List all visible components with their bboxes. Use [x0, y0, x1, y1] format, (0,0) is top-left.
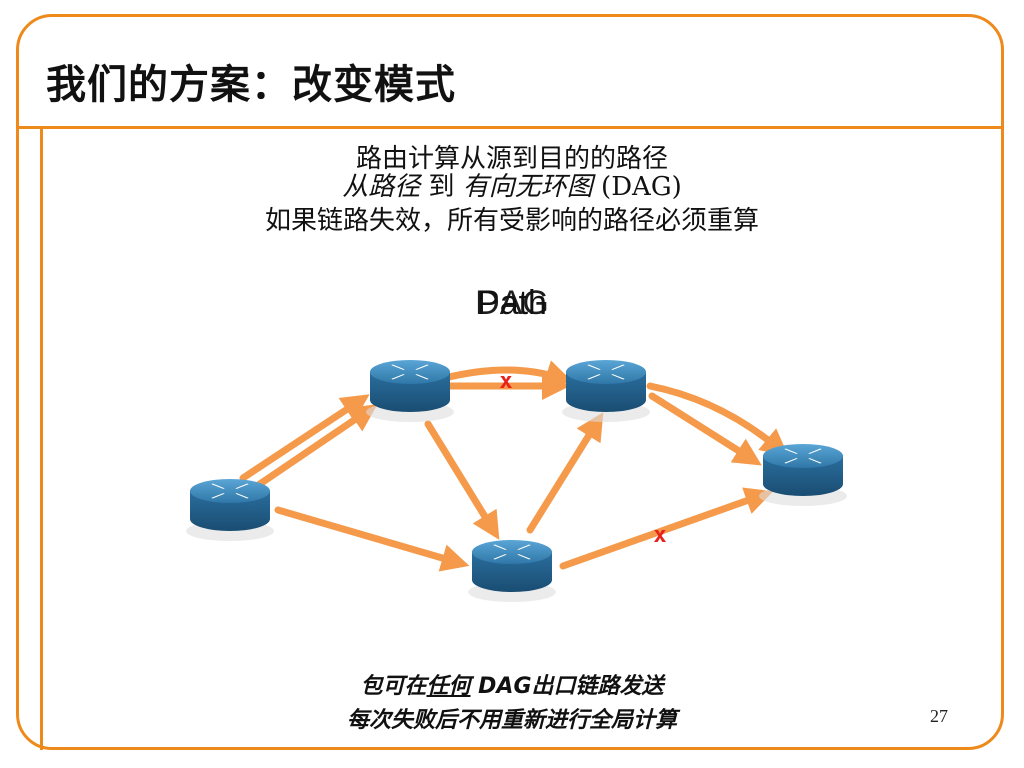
bottom-line-1-part-a: 包可在	[360, 674, 427, 699]
text-line-3: 如果链路失效，所有受影响的路径必须重算	[264, 206, 759, 236]
router-3	[468, 540, 556, 602]
text-line-2-part-a: 从路径	[342, 172, 421, 202]
title-divider	[16, 126, 1004, 129]
failure-mark-bottom: x	[653, 523, 666, 548]
arrow-r4-r5	[648, 392, 762, 466]
bottom-line-1-part-c: DAG出口链路发送	[470, 674, 664, 699]
router-5	[759, 444, 847, 506]
arrow-r3-r5	[559, 487, 774, 570]
text-line-1: 路由计算从源到目的的路径	[355, 144, 668, 174]
page-number: 27	[930, 706, 948, 726]
router-arrows-icon	[493, 544, 531, 560]
router-2	[366, 360, 454, 422]
router-arrows-icon	[587, 364, 625, 380]
router-4	[562, 360, 650, 422]
text-line-2: 从路径 到 有向无环图 (DAG)	[0, 166, 1024, 203]
dag-arrows	[239, 360, 789, 572]
bottom-line-1: 包可在任何 DAG出口链路发送	[0, 668, 1024, 700]
arrow-r1-r2-alt	[250, 404, 378, 492]
text-line-2-part-c: 有向无环图	[462, 172, 593, 202]
arrow-r1-r2	[239, 394, 370, 482]
failure-mark-top: x	[499, 369, 512, 394]
router-arrows-icon	[784, 448, 822, 464]
router-arrows-icon	[391, 364, 429, 380]
text-line-2-part-b: 到	[420, 172, 463, 202]
slide-title: 我们的方案：改变模式	[46, 62, 456, 108]
arrow-r3-r4	[526, 412, 604, 534]
slide-frame	[16, 14, 1004, 750]
left-divider	[40, 126, 43, 750]
bottom-line-2: 每次失败后不用重新进行全局计算	[346, 708, 677, 733]
arrow-r4-r5-upper	[646, 382, 789, 457]
arrow-r2-r3	[424, 420, 500, 540]
diagram-label-path: Path	[477, 284, 547, 322]
arrow-r1-r3	[274, 506, 470, 572]
bottom-line-1-part-b: 任何	[426, 674, 471, 699]
router-1	[186, 479, 274, 541]
text-line-2-part-d: (DAG)	[592, 172, 682, 202]
diagram-label-dag: DAG	[475, 284, 549, 322]
router-arrows-icon	[211, 483, 249, 499]
